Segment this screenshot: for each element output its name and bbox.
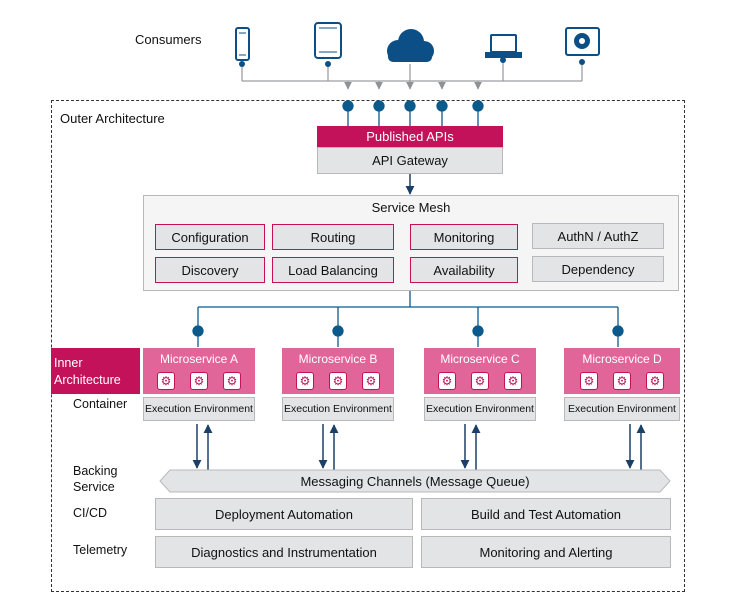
build-and-test-automation: Build and Test Automation	[421, 498, 671, 530]
desktop-port	[579, 59, 585, 65]
gear-icon: ⚙	[580, 372, 598, 390]
telemetry-label: Telemetry	[73, 543, 128, 557]
published-apis: Published APIs	[317, 126, 503, 147]
backing-label-line2: Service	[73, 480, 115, 494]
messaging-channel-shape	[159, 469, 671, 493]
execution-environment-b: Execution Environment	[282, 397, 394, 421]
mesh-configuration: Configuration	[155, 224, 265, 250]
gear-icon: ⚙	[438, 372, 456, 390]
diagnostics-and-instrumentation: Diagnostics and Instrumentation	[155, 536, 413, 568]
cloud-icon	[387, 29, 434, 62]
outer-architecture-boundary	[51, 100, 685, 592]
gear-icon: ⚙	[190, 372, 208, 390]
microservice-b-name: Microservice B	[298, 352, 378, 366]
gear-icon: ⚙	[362, 372, 380, 390]
microservice-b: Microservice B ⚙ ⚙ ⚙	[282, 348, 394, 394]
inner-label-line2: Architecture	[54, 373, 121, 387]
outer-architecture-label: Outer Architecture	[60, 111, 165, 126]
gear-icon: ⚙	[329, 372, 347, 390]
mesh-load-balancing: Load Balancing	[272, 257, 394, 283]
microservice-d: Microservice D ⚙ ⚙ ⚙	[564, 348, 680, 394]
laptop-icon	[485, 34, 522, 58]
backing-label-line1: Backing	[73, 464, 118, 478]
execution-environment-d: Execution Environment	[564, 397, 680, 421]
execution-environment-c: Execution Environment	[424, 397, 536, 421]
tablet-port	[325, 61, 331, 67]
messaging-channels: Messaging Channels (Message Queue)	[300, 474, 530, 489]
tablet-icon	[314, 22, 342, 59]
gear-icon: ⚙	[613, 372, 631, 390]
smartphone-port	[239, 61, 245, 67]
mesh-discovery: Discovery	[155, 257, 265, 283]
api-gateway: API Gateway	[317, 147, 503, 174]
execution-environment-a: Execution Environment	[143, 397, 255, 421]
mesh-availability: Availability	[410, 257, 518, 283]
gear-icon: ⚙	[646, 372, 664, 390]
consumers-label: Consumers	[135, 32, 202, 47]
gear-icon: ⚙	[157, 372, 175, 390]
api-pins	[342, 100, 484, 126]
mesh-dependency: Dependency	[532, 256, 664, 282]
microservice-c: Microservice C ⚙ ⚙ ⚙	[424, 348, 536, 394]
microservice-a-name: Microservice A	[159, 352, 239, 366]
cicd-label: CI/CD	[73, 506, 108, 520]
gear-icon: ⚙	[471, 372, 489, 390]
deployment-automation: Deployment Automation	[155, 498, 413, 530]
smartphone-icon	[235, 27, 250, 61]
consumer-bus	[241, 60, 583, 90]
microservice-d-name: Microservice D	[582, 352, 662, 366]
service-mesh-title: Service Mesh	[371, 200, 451, 215]
inner-label-line1: Inner	[54, 356, 83, 370]
laptop-port	[500, 57, 506, 63]
gear-icon: ⚙	[223, 372, 241, 390]
mesh-routing: Routing	[272, 224, 394, 250]
mesh-monitoring: Monitoring	[410, 224, 518, 250]
mesh-authn-authz: AuthN / AuthZ	[532, 223, 664, 249]
mesh-to-microservices	[192, 291, 624, 347]
gear-icon: ⚙	[504, 372, 522, 390]
inner-architecture-band	[51, 348, 140, 394]
gear-icon: ⚙	[296, 372, 314, 390]
microservice-c-name: Microservice C	[440, 352, 520, 366]
microservice-a: Microservice A ⚙ ⚙ ⚙	[143, 348, 255, 394]
desktop-settings-icon	[565, 27, 600, 56]
messaging-arrows	[192, 424, 646, 470]
monitoring-and-alerting: Monitoring and Alerting	[421, 536, 671, 568]
container-label: Container	[73, 397, 128, 411]
